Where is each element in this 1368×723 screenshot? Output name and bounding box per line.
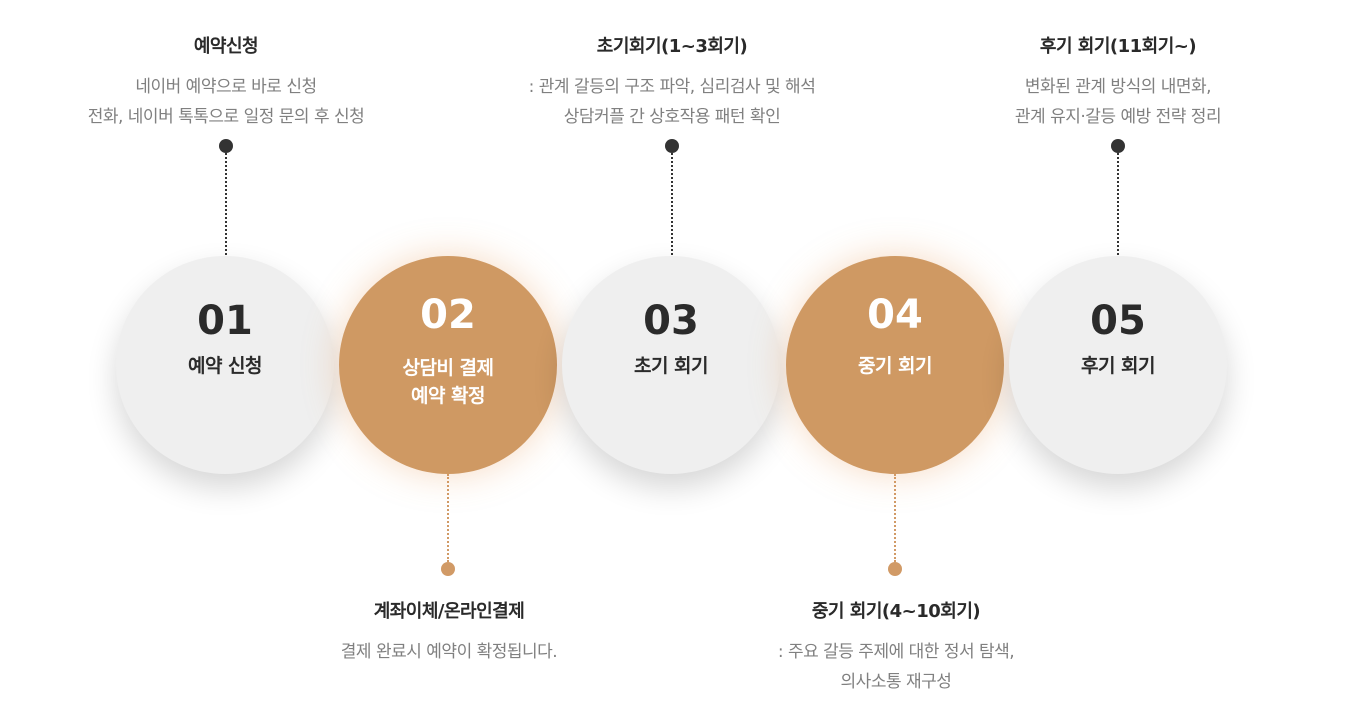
note-desc-line: 전화, 네이버 톡톡으로 일정 문의 후 신청 xyxy=(87,107,365,127)
step-label: 중기 회기 xyxy=(857,355,933,377)
step-label: 상담비 결제 xyxy=(402,357,494,379)
connector-dot xyxy=(219,139,233,153)
note-reservation: 예약신청 네이버 예약으로 바로 신청 전화, 네이버 톡톡으로 일정 문의 후… xyxy=(16,32,436,132)
note-title: 후기 회기(11회기~) xyxy=(1039,36,1197,57)
note-early-session: 초기회기(1~3회기) : 관계 갈등의 구조 파악, 심리검사 및 해석 상담… xyxy=(462,32,882,132)
step-label: 초기 회기 xyxy=(633,355,709,377)
note-payment: 계좌이체/온라인결제 결제 완료시 예약이 확정됩니다. xyxy=(239,597,659,667)
step-number: 01 xyxy=(197,298,253,344)
step-number: 03 xyxy=(643,298,699,344)
note-desc-line: 상담커플 간 상호작용 패턴 확인 xyxy=(563,107,781,127)
note-mid-session: 중기 회기(4~10회기) : 주요 갈등 주제에 대한 정서 탐색, 의사소통… xyxy=(686,597,1106,697)
connector-dot xyxy=(441,562,455,576)
step-number: 04 xyxy=(867,292,923,338)
step-circle-02: 02 상담비 결제 예약 확정 xyxy=(339,256,557,474)
note-title: 중기 회기(4~10회기) xyxy=(811,601,981,622)
step-circle-03: 03 초기 회기 xyxy=(562,256,780,474)
step-circle-01: 01 예약 신청 xyxy=(116,256,334,474)
connector-dot xyxy=(665,139,679,153)
step-circle-04: 04 중기 회기 xyxy=(786,256,1004,474)
step-number: 02 xyxy=(420,292,476,338)
note-desc-line: 결제 완료시 예약이 확정됩니다. xyxy=(340,642,558,662)
connector-line xyxy=(447,474,449,562)
step-number: 05 xyxy=(1090,298,1146,344)
connector-line xyxy=(1117,153,1119,255)
note-title: 예약신청 xyxy=(193,36,259,57)
note-desc-line: : 관계 갈등의 구조 파악, 심리검사 및 해석 xyxy=(528,77,816,97)
connector-line xyxy=(671,153,673,255)
connector-dot xyxy=(1111,139,1125,153)
step-circle-05: 05 후기 회기 xyxy=(1009,256,1227,474)
step-label: 후기 회기 xyxy=(1080,355,1156,377)
step-label: 예약 신청 xyxy=(187,355,263,377)
connector-dot xyxy=(888,562,902,576)
connector-line xyxy=(225,153,227,255)
note-desc-line: : 주요 갈등 주제에 대한 정서 탐색, xyxy=(777,642,1015,662)
note-desc-line: 관계 유지·갈등 예방 전략 정리 xyxy=(1014,107,1222,127)
note-title: 초기회기(1~3회기) xyxy=(596,36,748,57)
step-label: 예약 확정 xyxy=(410,385,486,407)
note-title: 계좌이체/온라인결제 xyxy=(373,601,525,622)
connector-line xyxy=(894,474,896,562)
note-desc-line: 네이버 예약으로 바로 신청 xyxy=(135,77,317,97)
note-late-session: 후기 회기(11회기~) 변화된 관계 방식의 내면화, 관계 유지·갈등 예방… xyxy=(908,32,1328,132)
note-desc-line: 변화된 관계 방식의 내면화, xyxy=(1024,77,1212,97)
note-desc-line: 의사소통 재구성 xyxy=(840,672,952,692)
